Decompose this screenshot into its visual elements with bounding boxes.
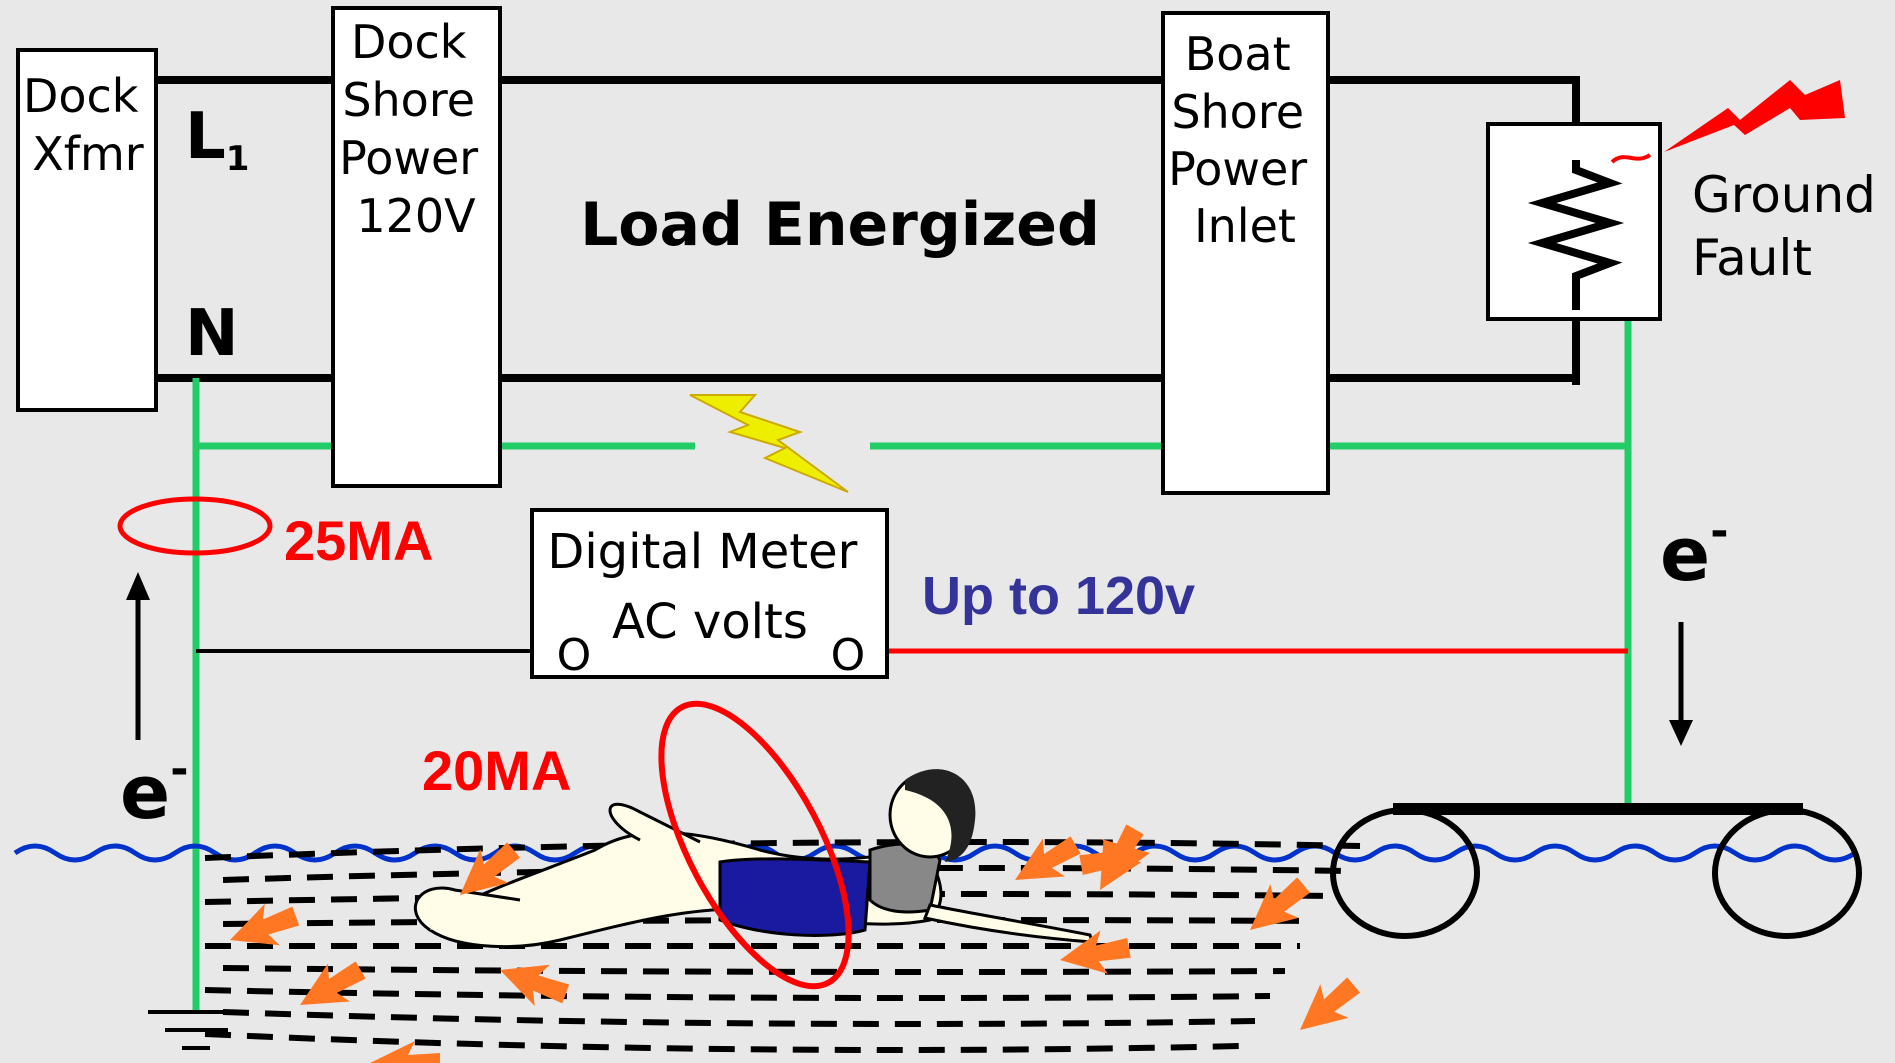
lightning-bolt-icon [689, 394, 849, 493]
voltage-label: Up to 120v [922, 566, 1195, 626]
fault-spark-icon [1664, 80, 1845, 152]
boat-inlet-box [1161, 11, 1330, 495]
current-arrow-icon [1015, 836, 1081, 880]
field-dash-line [204, 1031, 1241, 1053]
current-arrows [230, 824, 1361, 1063]
current-arrow-icon [370, 1041, 440, 1063]
boat-pontoon-right [1712, 807, 1862, 939]
neutral-label: N [185, 297, 239, 371]
ground-fault-label: Ground Fault [1692, 166, 1892, 287]
field-dash-line [222, 965, 1286, 975]
dock-xfmr-box [16, 48, 158, 412]
dock-current-label: 25MA [284, 509, 433, 572]
current-arrow-icon [1079, 839, 1150, 883]
dock-current-ring [117, 496, 273, 556]
current-arrow-icon [230, 903, 300, 946]
field-dash-line [204, 839, 1361, 861]
dock-shore-power-label: Dock Shore Power 120V [339, 15, 493, 243]
fault-arc [1610, 153, 1652, 164]
swimmer-current-label: 20MA [422, 739, 571, 802]
digital-meter-box [530, 508, 889, 679]
current-arrow-icon [300, 961, 366, 1005]
line1-label: L1 [185, 100, 249, 179]
load-energized-label: Load Energized [580, 190, 1100, 260]
field-dash-line [222, 1009, 1256, 1027]
boat-pontoon-left [1330, 807, 1480, 939]
current-arrow-icon [1300, 977, 1361, 1030]
field-dash-line [204, 987, 1271, 1001]
current-arrow-icon [1250, 877, 1311, 930]
dock-xfmr-label: Dock Xfmr [23, 69, 153, 181]
current-arrow-icon [500, 964, 570, 1007]
electron-label-right: e- [1660, 506, 1728, 598]
meter-terminal-left: O [557, 630, 592, 681]
swimmer-current-ring [658, 700, 852, 990]
meter-terminal-right: O [831, 630, 866, 681]
resistor-symbol [1527, 160, 1625, 310]
electron-label-left: e- [120, 744, 188, 836]
dock-shore-power-box [331, 6, 502, 488]
arrow-head [126, 572, 150, 600]
boat-inlet-label: Boat Shore Power Inlet [1168, 27, 1322, 253]
current-arrow-icon [1060, 930, 1131, 974]
current-arrow-icon [460, 842, 521, 895]
swimmer-figure [413, 769, 1095, 949]
arrow-head [1669, 720, 1693, 746]
meter-label: Digital Meter AC volts [547, 524, 872, 650]
